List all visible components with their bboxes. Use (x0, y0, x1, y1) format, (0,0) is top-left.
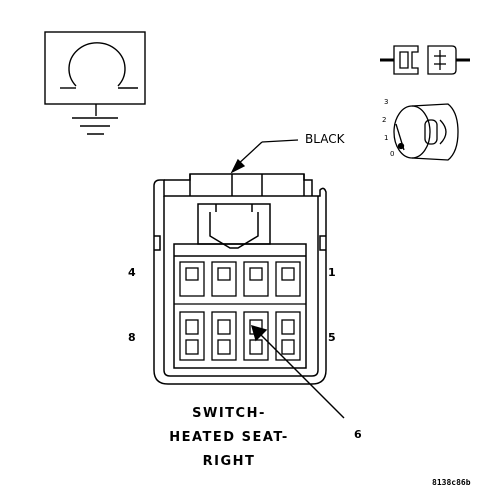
component-title-line-3: RIGHT (202, 454, 256, 469)
connector-body (153, 173, 327, 385)
key-position-2: 2 (382, 116, 387, 124)
cavity-row-bottom (179, 311, 301, 361)
pin-cavities (174, 261, 306, 361)
key-position-3: 3 (384, 98, 389, 106)
figure-code: 8138c86b (432, 478, 471, 487)
cavity-row-top (179, 261, 301, 297)
pin-label-8: 8 (128, 331, 136, 344)
component-title-line-2: HEATED SEAT- (169, 430, 289, 445)
pin-label-4: 4 (128, 266, 136, 279)
pin-label-5: 5 (328, 331, 336, 344)
connector-color-label: BLACK (305, 132, 345, 146)
key-position-0: 0 (390, 150, 395, 158)
pin-6-leader-arrow (250, 324, 345, 419)
switch-icon (380, 45, 470, 75)
pin-label-6: 6 (354, 428, 362, 441)
key-position-1: 1 (384, 134, 389, 142)
color-leader-arrow (230, 139, 299, 174)
component-symbol (44, 31, 146, 135)
pin-label-1: 1 (328, 266, 336, 279)
component-title-line-1: SWITCH- (192, 406, 266, 421)
key-switch-icon (393, 103, 459, 161)
